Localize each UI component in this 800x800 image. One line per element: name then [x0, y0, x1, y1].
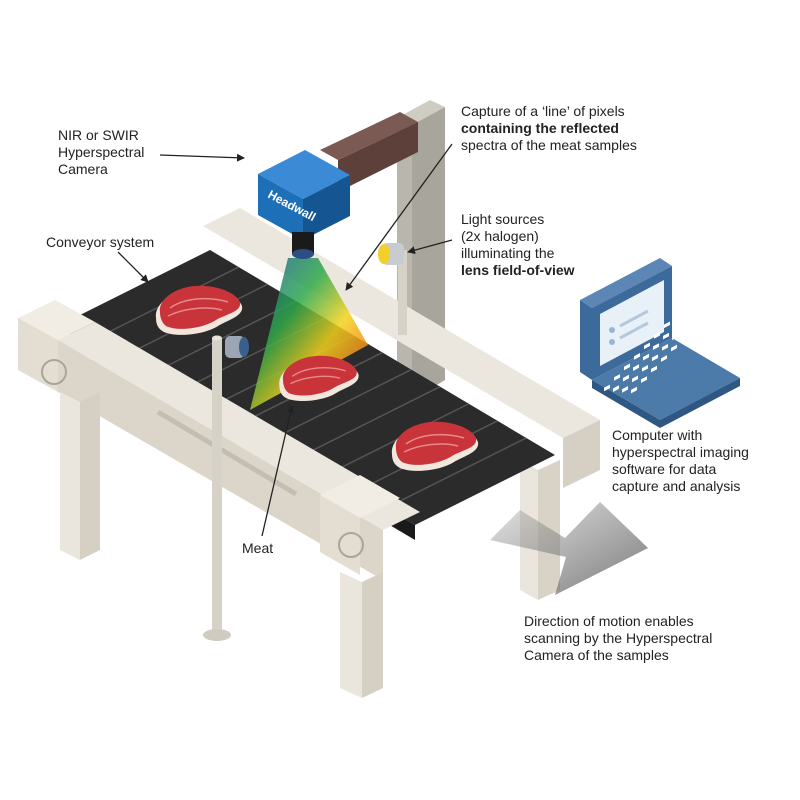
light-sources-label: Light sources (2x halogen) illuminating … [461, 211, 575, 278]
laptop-key [604, 384, 610, 392]
light-pole-front [203, 335, 249, 641]
laptop-key [661, 355, 667, 362]
laptop-key [632, 375, 638, 383]
laptop-key [651, 365, 657, 373]
laptop-key [642, 364, 648, 372]
laptop-key [671, 344, 677, 352]
laptop-key [663, 332, 669, 340]
motion-arrow-icon [490, 502, 648, 595]
belt-slat [270, 368, 412, 441]
conveyor-label: Conveyor system [46, 234, 155, 250]
laptop-key [681, 334, 687, 341]
halogen-light-icon [225, 336, 249, 358]
belt-slat [155, 300, 297, 372]
laptop-key [664, 321, 670, 329]
laptop-key [682, 322, 688, 330]
laptop-key [644, 342, 650, 350]
laptop-key [641, 376, 647, 383]
meat-steak-icon [279, 355, 359, 402]
laptop-key [613, 385, 619, 392]
laptop-key [633, 364, 639, 371]
laptop-key [662, 343, 668, 351]
laptop-key [631, 386, 637, 394]
laptop-key [622, 386, 628, 393]
laptop-key [654, 332, 660, 339]
laptop-key [643, 353, 649, 361]
spectral-scan-beam [250, 258, 368, 410]
laptop-key [691, 323, 697, 331]
light-pole-back [378, 243, 407, 335]
laptop-key [673, 322, 679, 329]
meat-steak-icon [391, 421, 479, 471]
callout-lines [117, 143, 453, 537]
halogen-light-icon [378, 243, 404, 265]
laptop-key [623, 374, 629, 382]
belt-slat [385, 437, 527, 509]
laptop-key [652, 354, 658, 362]
laptop-key [624, 363, 630, 371]
meat-label: Meat [242, 540, 274, 556]
laptop-icon [580, 258, 740, 428]
camera-icon: Headwall [258, 150, 350, 259]
capture-label: Capture of a ‘line’ of pixels containing… [461, 103, 637, 153]
front-legs [60, 392, 383, 698]
camera-label: NIR or SWIR Hyperspectral Camera [58, 127, 145, 177]
computer-label: Computer with hyperspectral imaging soft… [612, 427, 749, 494]
laptop-key [672, 333, 678, 341]
laptop-key [614, 374, 620, 381]
meat-steak-icon [155, 285, 243, 335]
belt-slat [299, 385, 441, 458]
laptop-key [634, 353, 640, 360]
motion-label: Direction of motion enables scanning by … [524, 613, 713, 663]
laptop-key [653, 343, 659, 350]
